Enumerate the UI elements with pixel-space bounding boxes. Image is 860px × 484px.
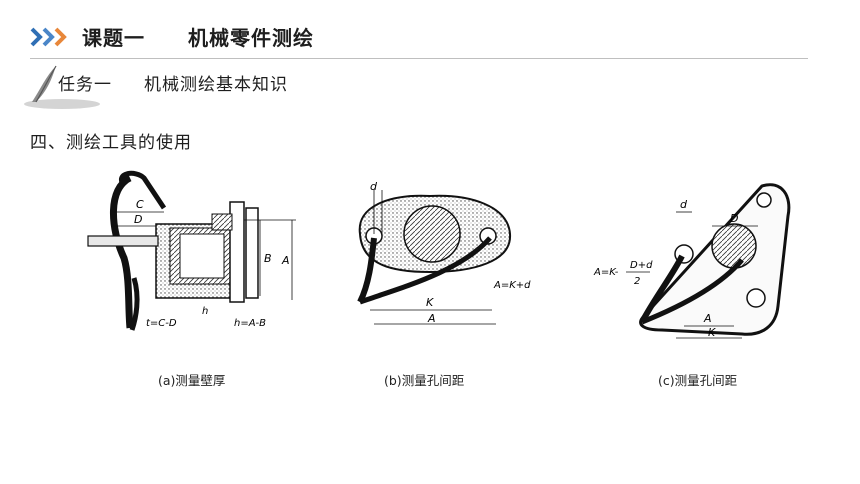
lesson-title: 课题一	[82, 26, 145, 50]
formula-t: t=C-D	[146, 318, 177, 329]
task-title: 任务一	[58, 75, 112, 95]
label-a: A	[427, 312, 436, 325]
formula-denominator: 2	[634, 276, 640, 287]
caption-c: (c)测量孔间距	[658, 373, 738, 388]
formula: A=K+d	[493, 280, 531, 291]
label-k: K	[426, 296, 434, 309]
lesson-subtitle: 机械零件测绘	[188, 26, 314, 50]
label-b: B	[264, 252, 272, 265]
header-divider	[30, 58, 808, 59]
label-d: D	[134, 213, 142, 226]
formula-numerator: D+d	[630, 260, 653, 271]
section-heading: 四、测绘工具的使用	[30, 133, 192, 153]
caption-a: (a)测量壁厚	[158, 373, 226, 388]
figure-hole-distance-c: d D A K A=K- D+d 2	[592, 176, 802, 350]
label-d-small: d	[680, 198, 688, 211]
formula-left: A=K-	[593, 267, 619, 278]
caption-b: (b)测量孔间距	[384, 373, 465, 388]
formula-h: h=A-B	[234, 318, 266, 329]
label-h: h	[202, 306, 208, 317]
label-d: d	[370, 180, 378, 193]
figure-hole-distance-b: d K A A=K+d	[340, 176, 540, 340]
figure-wall-thickness: C D B A h t=C-D h=A-B	[84, 168, 314, 342]
label-c: C	[136, 198, 144, 211]
label-D: D	[730, 212, 738, 225]
label-a: A	[703, 312, 712, 325]
quill-pen-icon	[22, 64, 102, 116]
task-subtitle: 机械测绘基本知识	[144, 75, 288, 95]
chevron-arrows-icon	[30, 26, 74, 52]
label-k: K	[708, 326, 716, 339]
label-a: A	[281, 254, 290, 267]
